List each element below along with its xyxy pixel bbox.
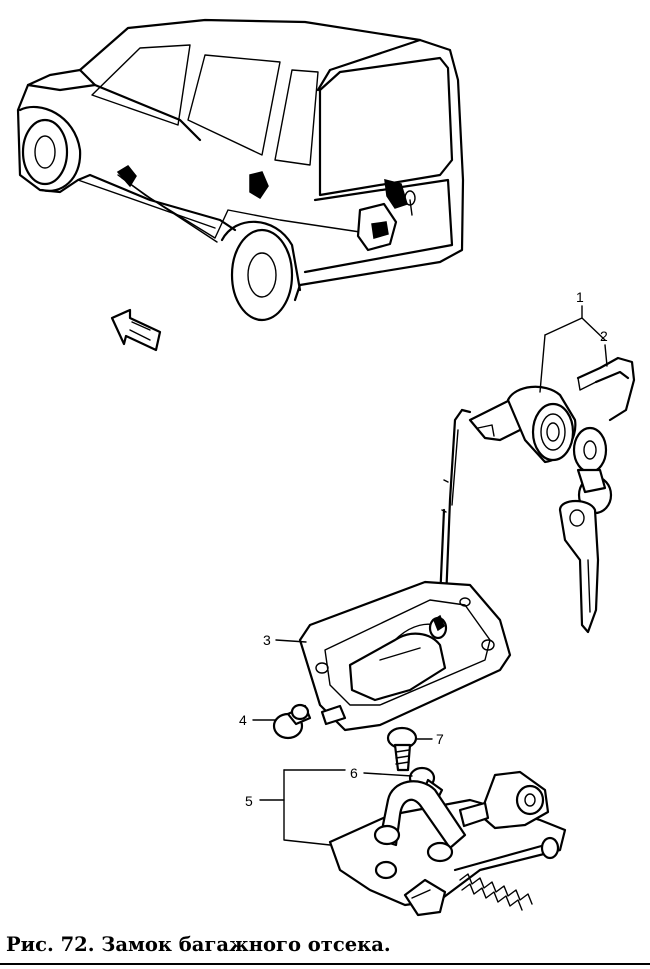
callout-6: 6 [350,765,358,781]
exploded-diagram: 1 2 3 4 5 6 7 [16,18,636,917]
callout-2: 2 [600,328,608,344]
bolt-7 [386,726,418,772]
callout-7: 7 [436,731,444,747]
callout-3: 3 [263,632,271,648]
bottom-divider [0,963,650,965]
vehicle-illustration [16,18,465,322]
latch-assembly [328,770,567,917]
callout-4: 4 [239,712,247,728]
callout-5: 5 [245,793,253,809]
figure-caption: Рис. 72. Замок багажного отсека. [6,933,391,956]
bolt-4 [272,703,312,740]
callout-1: 1 [576,289,584,305]
leader-lines [252,305,608,846]
direction-arrow-icon [110,308,162,352]
lock-cover-plate [298,580,512,732]
callout-labels: 1 2 3 4 5 6 7 [239,289,608,809]
lock-cylinder-group [468,356,636,634]
